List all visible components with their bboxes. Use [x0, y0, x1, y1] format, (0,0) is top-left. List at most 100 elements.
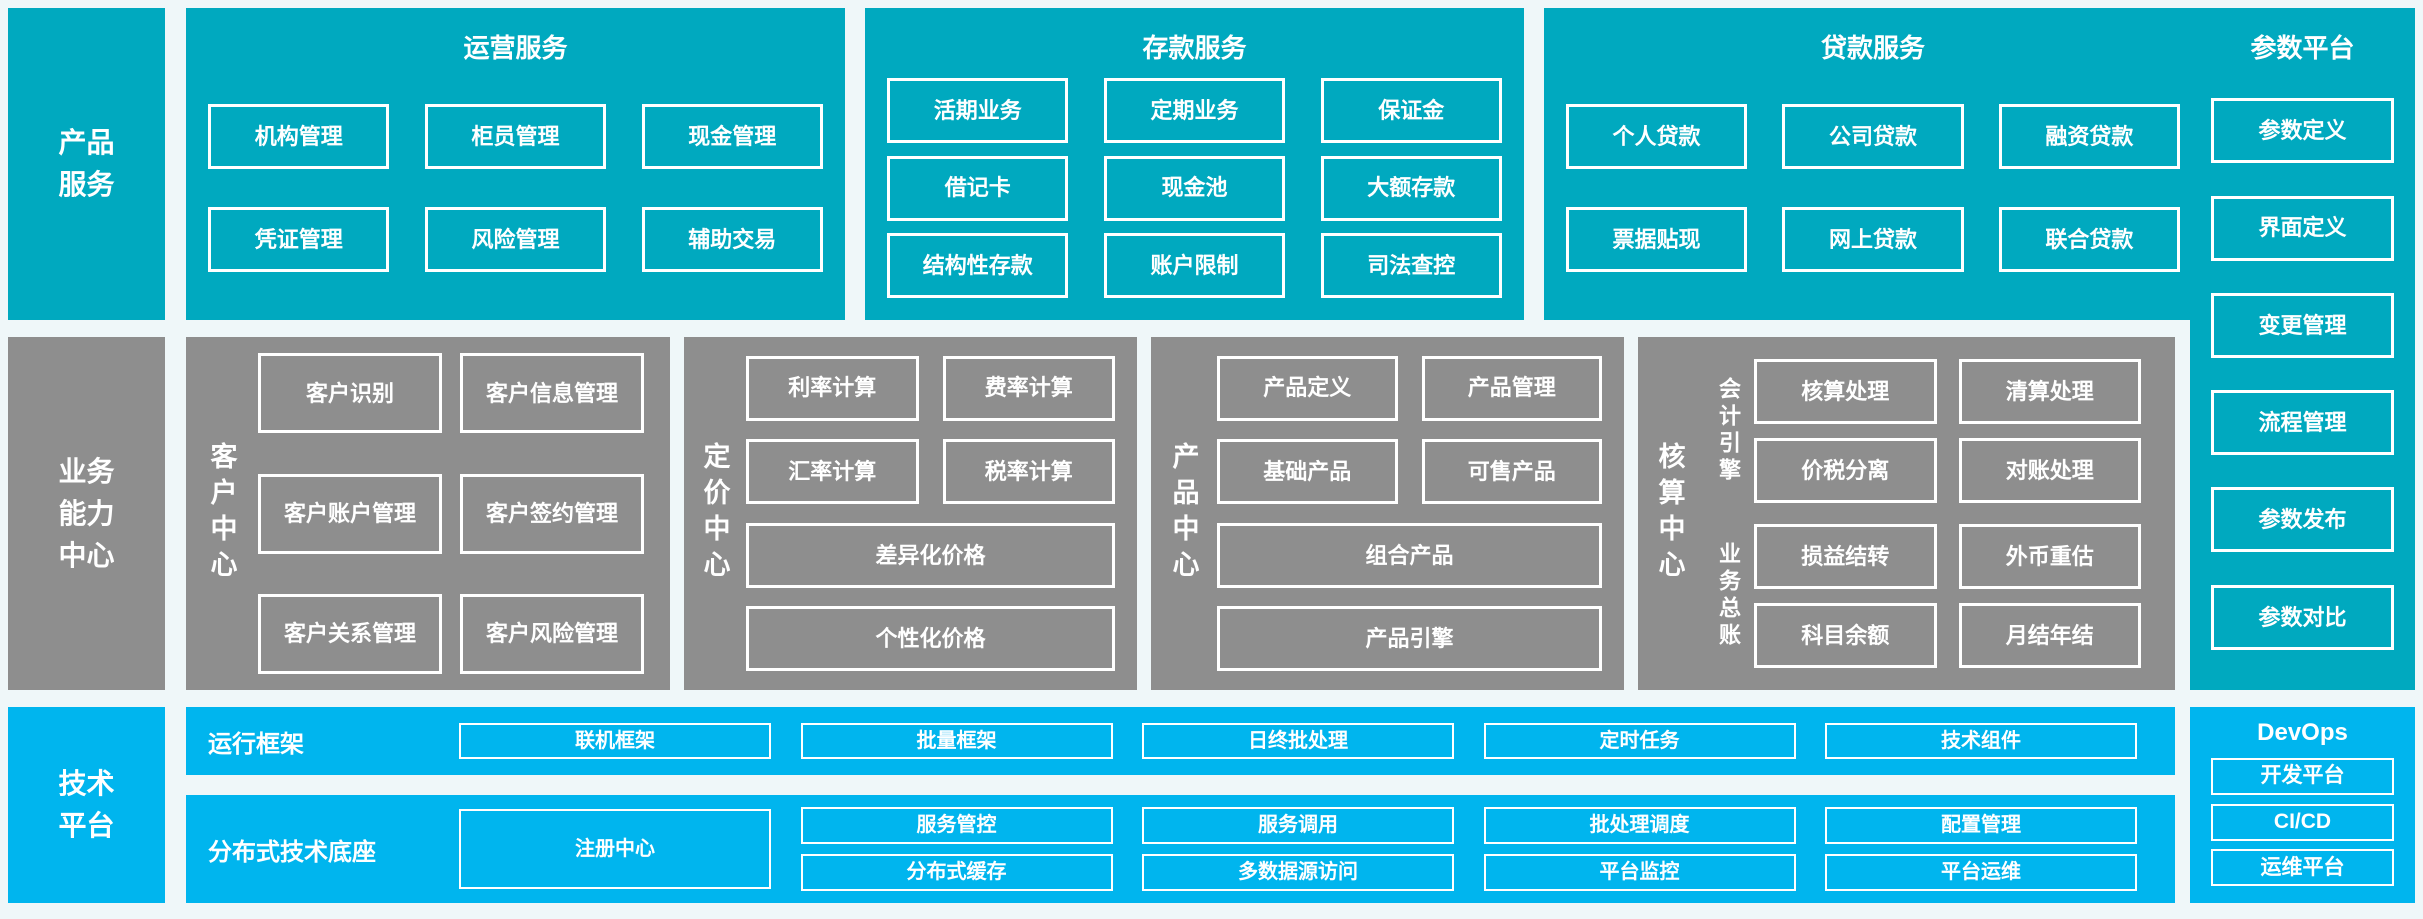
service-box: 产品引擎: [1217, 606, 1602, 672]
service-box: 注册中心: [459, 809, 771, 889]
service-box: 机构管理: [208, 104, 390, 169]
side-label-text: 业务能力中心: [58, 455, 115, 571]
accounting-engine-grid: 核算处理 清算处理 价税分离 对账处理: [1754, 358, 2141, 503]
service-box: 柜员管理: [424, 104, 607, 169]
service-box: 基础产品: [1217, 439, 1398, 505]
operations-rows: 机构管理 柜员管理 现金管理 凭证管理 风险管理 辅助交易: [186, 66, 845, 320]
service-box: 界面定义: [2211, 195, 2394, 261]
panel-accounting-center: 核算中心 会计引擎 核算处理 清算处理 价税分离 对账处理 业务总账 损: [1638, 337, 2175, 690]
panel-vertical-label: 客户中心: [206, 441, 237, 586]
service-box: 流程管理: [2211, 390, 2394, 456]
panel-title: DevOps: [2257, 719, 2348, 746]
pricing-grid: 利率计算 费率计算 汇率计算 税率计算 差异化价格 个性化价格: [746, 337, 1137, 690]
service-box: 参数对比: [2211, 584, 2394, 650]
side-label-tech-platform: 技术平台: [8, 707, 165, 903]
service-box: 科目余额: [1754, 603, 1937, 669]
business-ledger-grid: 损益结转 外币重估 科目余额 月结年结: [1754, 524, 2141, 669]
distributed-items: 注册中心 服务管控 分布式缓存 服务调用 多数据源访问 批处理调度 平台监控 配…: [459, 807, 2175, 891]
service-box: 大额存款: [1320, 155, 1502, 221]
service-box: 变更管理: [2211, 292, 2394, 358]
service-box: 借记卡: [887, 155, 1069, 221]
service-box: 月结年结: [1958, 603, 2141, 669]
panel-operations-services: 运营服务 机构管理 柜员管理 现金管理 凭证管理 风险管理 辅助交易: [186, 8, 845, 320]
service-box: 损益结转: [1754, 524, 1937, 590]
panel-deposit-services: 存款服务 活期业务 定期业务 保证金 借记卡 现金池 大额存款 结构性存款 账户…: [865, 8, 1524, 320]
distributed-column: 服务管控 分布式缓存: [800, 807, 1113, 891]
loans-rows: 个人贷款 公司贷款 融资贷款 票据贴现 网上贷款 联合贷款: [1544, 66, 2202, 320]
service-box: 参数发布: [2211, 487, 2394, 553]
service-box: 客户信息管理: [460, 353, 644, 434]
service-box: 多数据源访问: [1142, 854, 1454, 891]
service-box: 结构性存款: [887, 232, 1069, 298]
panel-loan-services: 贷款服务 个人贷款 公司贷款 融资贷款 票据贴现 网上贷款 联合贷款: [1544, 8, 2202, 320]
service-box: 活期业务: [887, 78, 1069, 144]
service-box: 组合产品: [1217, 522, 1602, 588]
service-box: 参数定义: [2211, 98, 2394, 164]
accounting-center-label-zone: 核算中心: [1638, 337, 1702, 690]
band-label: 分布式技术底座: [208, 838, 376, 866]
panel-title: 运营服务: [463, 33, 568, 63]
side-label-business-capability: 业务能力中心: [8, 337, 165, 690]
devops-items: 开发平台 CI/CD 运维平台: [2190, 749, 2415, 903]
service-box: 开发平台: [2211, 757, 2394, 795]
service-box: 配置管理: [1825, 807, 2137, 844]
service-box: 产品管理: [1421, 355, 1602, 421]
panel-title: 参数平台: [2250, 33, 2355, 63]
service-box: 客户关系管理: [258, 593, 442, 674]
service-box: 汇率计算: [746, 439, 919, 505]
service-box: 分布式缓存: [800, 854, 1113, 891]
operations-row-2: 凭证管理 风险管理 辅助交易: [208, 207, 823, 272]
runtime-items: 联机框架 批量框架 日终批处理 定时任务 技术组件: [459, 723, 2175, 759]
service-box: 辅助交易: [641, 207, 823, 272]
side-label-text: 技术平台: [58, 768, 115, 841]
accounting-group-engine: 会计引擎 核算处理 清算处理 价税分离 对账处理: [1702, 358, 2141, 503]
distributed-column: 批处理调度 平台监控: [1483, 807, 1796, 891]
distributed-column: 服务调用 多数据源访问: [1142, 807, 1454, 891]
service-box: 定时任务: [1483, 723, 1796, 759]
panel-parameter-platform: 参数平台 参数定义 界面定义 变更管理 流程管理 参数发布 参数对比: [2190, 8, 2415, 690]
loans-row-1: 个人贷款 公司贷款 融资贷款: [1566, 104, 2180, 169]
service-box: 个人贷款: [1566, 104, 1748, 169]
accounting-groups: 会计引擎 核算处理 清算处理 价税分离 对账处理 业务总账 损益结转 外币重估 …: [1702, 337, 2175, 690]
panel-pricing-center: 定价中心 利率计算 费率计算 汇率计算 税率计算 差异化价格 个性化价格: [684, 337, 1137, 690]
customer-center-label-zone: 客户中心: [186, 337, 258, 690]
group-label-zone: 业务总账: [1702, 542, 1754, 650]
deposits-row-3: 结构性存款 账户限制 司法查控: [887, 232, 1502, 298]
service-box: 保证金: [1320, 78, 1502, 144]
service-box: 客户识别: [258, 353, 442, 434]
service-box: 产品定义: [1217, 355, 1398, 421]
service-box: 运维平台: [2211, 849, 2394, 887]
service-box: 可售产品: [1421, 439, 1602, 505]
band-runtime-framework: 运行框架 联机框架 批量框架 日终批处理 定时任务 技术组件: [186, 707, 2175, 775]
service-box: 平台监控: [1483, 854, 1796, 891]
panel-devops: DevOps 开发平台 CI/CD 运维平台: [2190, 707, 2415, 903]
service-box: 技术组件: [1825, 723, 2137, 759]
service-box: 账户限制: [1103, 232, 1286, 298]
deposits-rows: 活期业务 定期业务 保证金 借记卡 现金池 大额存款 结构性存款 账户限制 司法…: [865, 66, 1524, 320]
service-box: 服务调用: [1142, 807, 1454, 844]
group-vertical-label: 业务总账: [1716, 542, 1741, 651]
customer-grid: 客户识别 客户信息管理 客户账户管理 客户签约管理 客户关系管理 客户风险管理: [258, 337, 670, 690]
service-box: 联合贷款: [1998, 207, 2180, 272]
distributed-column: 配置管理 平台运维: [1825, 807, 2137, 891]
service-box: 个性化价格: [746, 606, 1115, 672]
service-box: 网上贷款: [1782, 207, 1964, 272]
service-box: 客户签约管理: [460, 473, 644, 554]
accounting-group-ledger: 业务总账 损益结转 外币重估 科目余额 月结年结: [1702, 524, 2141, 669]
service-box: 平台运维: [1825, 854, 2137, 891]
service-box: 凭证管理: [208, 207, 390, 272]
service-box: 利率计算: [746, 355, 919, 421]
service-box: 税率计算: [942, 439, 1115, 505]
group-vertical-label: 会计引擎: [1716, 376, 1741, 485]
panel-vertical-label: 定价中心: [699, 441, 730, 586]
service-box: 外币重估: [1958, 524, 2141, 590]
pricing-center-label-zone: 定价中心: [684, 337, 746, 690]
operations-row-1: 机构管理 柜员管理 现金管理: [208, 104, 823, 169]
group-label-zone: 会计引擎: [1702, 377, 1754, 485]
service-box: 定期业务: [1103, 78, 1286, 144]
service-box: 价税分离: [1754, 437, 1937, 503]
service-box: 公司贷款: [1782, 104, 1964, 169]
service-box: 批量框架: [800, 723, 1113, 759]
product-center-label-zone: 产品中心: [1151, 337, 1217, 690]
service-box: 批处理调度: [1483, 807, 1796, 844]
